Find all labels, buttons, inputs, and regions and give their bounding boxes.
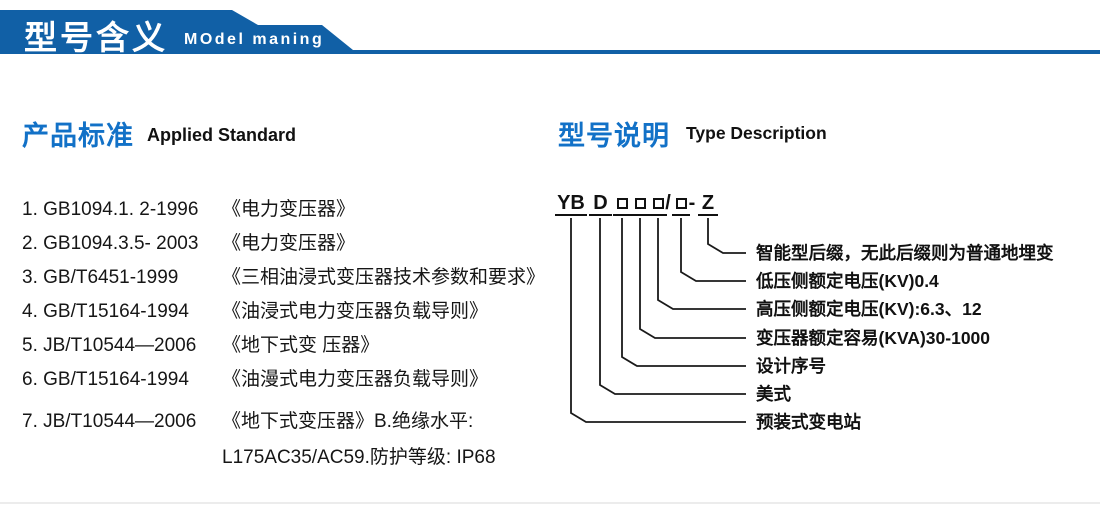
standard-name: 《电力变压器》	[222, 233, 356, 254]
standard-name: 《地下式变 压器》	[222, 335, 380, 356]
standard-row: 4. GB/T15164-1994 《油浸式电力变压器负载导则》	[22, 300, 562, 324]
standard-row: L175AC35/AC59.防护等级: IP68	[22, 446, 562, 470]
model-code-box1	[613, 192, 631, 216]
diagram-label-smart-suffix: 智能型后缀，无此后缀则为普通地埋变	[756, 243, 1054, 263]
connector-box2	[639, 218, 746, 339]
connector-z	[707, 218, 746, 254]
model-code-d: D	[589, 192, 612, 216]
connector-d	[599, 218, 746, 395]
standard-code: 6. GB/T15164-1994	[22, 369, 189, 390]
right-section-heading-en: Type Description	[686, 123, 827, 143]
standard-name: 《三相油浸式变压器技术参数和要求》	[222, 267, 546, 288]
model-code-yb: YB	[555, 192, 587, 216]
placeholder-box-icon	[675, 198, 687, 209]
left-section-heading-en: Applied Standard	[147, 125, 297, 145]
standard-name: 《电力变压器》	[222, 199, 356, 220]
standard-name: 《油浸式电力变压器负载导则》	[222, 301, 489, 322]
diagram-label-hv-voltage: 高压侧额定电压(KV):6.3、12	[756, 299, 982, 319]
standard-code: 7. JB/T10544—2006	[22, 411, 197, 432]
diagram-connectors	[570, 218, 746, 423]
model-code-box3	[649, 192, 667, 216]
placeholder-box-icon	[634, 198, 646, 209]
placeholder-box-icon	[616, 198, 628, 209]
page-title: 型号含义	[24, 19, 168, 56]
standard-code: 2. GB1094.3.5- 2003	[22, 233, 199, 254]
standard-code: 3. GB/T6451-1999	[22, 267, 179, 288]
right-section-heading-zh: 型号说明	[558, 121, 670, 151]
standard-code: 1. GB1094.1. 2-1996	[22, 199, 199, 220]
standard-code: 4. GB/T15164-1994	[22, 301, 189, 322]
model-code-slash: /	[665, 192, 671, 214]
standard-name: 《地下式变压器》B.绝缘水平:	[222, 411, 474, 432]
diagram-label-prefab-substation: 预装式变电站	[756, 412, 861, 432]
standard-row: 3. GB/T6451-1999 《三相油浸式变压器技术参数和要求》	[22, 266, 562, 290]
connector-box3	[657, 218, 746, 310]
diagram-label-design-serial: 设计序号	[756, 356, 826, 376]
connector-box1	[621, 218, 746, 367]
standard-row: 6. GB/T15164-1994 《油漫式电力变压器负载导则》	[22, 368, 562, 392]
page-subtitle: MOdel maning	[184, 31, 325, 48]
standard-name: 《油漫式电力变压器负载导则》	[222, 369, 489, 390]
diagram-label-rated-capacity: 变压器额定容易(KVA)30-1000	[756, 328, 991, 348]
model-code-dash: -	[688, 192, 696, 214]
connector-yb	[570, 218, 746, 423]
standard-row: 1. GB1094.1. 2-1996 《电力变压器》	[22, 198, 562, 222]
standard-row: 2. GB1094.3.5- 2003 《电力变压器》	[22, 232, 562, 256]
diagram-label-american-style: 美式	[756, 384, 791, 404]
model-code-z: Z	[698, 192, 718, 216]
standard-code	[22, 446, 222, 470]
model-code-box2	[631, 192, 649, 216]
connector-box4	[680, 218, 746, 282]
placeholder-box-icon	[652, 198, 664, 209]
bottom-divider	[0, 502, 1100, 504]
standard-row: 7. JB/T10544—2006 《地下式变压器》B.绝缘水平:	[22, 410, 562, 434]
standard-row: 5. JB/T10544—2006 《地下式变 压器》	[22, 334, 562, 358]
standard-code: 5. JB/T10544—2006	[22, 335, 197, 356]
diagram-label-lv-voltage: 低压侧额定电压(KV)0.4	[756, 271, 939, 291]
left-section-heading-zh: 产品标准	[22, 121, 134, 151]
model-code-box4	[672, 192, 690, 216]
standard-name: L175AC35/AC59.防护等级: IP68	[222, 447, 496, 468]
